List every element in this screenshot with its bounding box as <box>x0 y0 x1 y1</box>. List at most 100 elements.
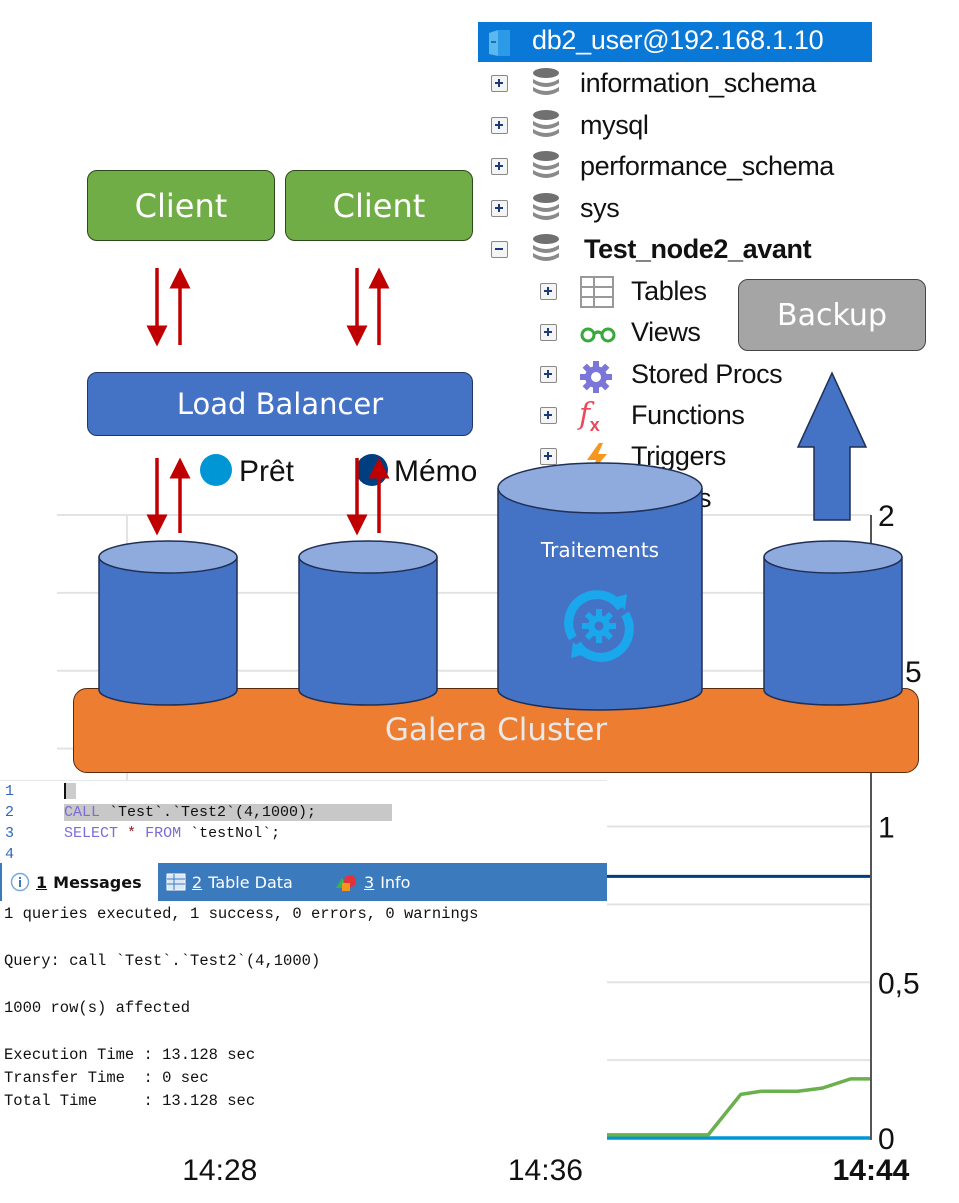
tree-item-label: Functions <box>631 400 745 430</box>
y-axis-ticks: 2 1,5 1 0,5 0 <box>878 500 922 1156</box>
tree-item-database[interactable]: sys <box>478 190 872 230</box>
sql-keyword: FROM <box>145 825 182 842</box>
text-cursor <box>64 783 76 799</box>
line-number: 2 <box>5 804 15 821</box>
y-tick-label: 1,5 <box>880 656 922 689</box>
legend-label-pret: Prêt <box>239 455 295 488</box>
database-icon <box>533 151 559 178</box>
x-tick-label: 14:44 <box>833 1154 910 1187</box>
load-balancer-label: Load Balancer <box>176 387 384 421</box>
expand-icon[interactable] <box>491 158 508 175</box>
client-label: Client <box>332 186 426 225</box>
sql-operator: * <box>127 825 137 842</box>
tree-item-label: performance_schema <box>580 151 834 181</box>
client-box-1: Client <box>87 170 275 241</box>
expand-icon[interactable] <box>540 283 557 300</box>
expand-icon[interactable] <box>491 75 508 92</box>
backup-label: Backup <box>777 297 887 333</box>
legend-swatch-memo <box>356 454 388 486</box>
load-balancer-box: Load Balancer <box>87 372 473 436</box>
x-axis-ticks: 14:28 14:36 14:44 <box>182 1154 909 1187</box>
tab-number: 2 <box>192 872 203 892</box>
database-icon <box>533 193 559 220</box>
message-summary: 1 queries executed, 1 success, 0 errors,… <box>4 905 479 923</box>
sql-text <box>118 825 127 842</box>
tree-item-label: Triggers <box>631 441 726 471</box>
client-label: Client <box>134 186 228 225</box>
message-transfer-time: Transfer Time : 0 sec <box>4 1069 209 1087</box>
database-icon <box>533 234 559 261</box>
tree-item-label: sys <box>580 193 620 223</box>
galera-cluster-bar: Galera Cluster <box>73 688 919 773</box>
collapse-icon[interactable] <box>491 241 508 258</box>
expand-icon[interactable] <box>540 324 557 341</box>
line-number: 1 <box>5 783 15 800</box>
galera-cluster-label: Galera Cluster <box>384 712 608 748</box>
tree-item-label: information_schema <box>580 68 816 98</box>
database-icon <box>533 110 559 137</box>
expand-icon[interactable] <box>491 117 508 134</box>
sql-editor[interactable]: 1 2 CALL `Test`.`Test2`(4,1000); 3 SELEC… <box>0 780 607 864</box>
chart-legend: Prêt Mémo <box>200 454 477 488</box>
processing-node-label: Traitements <box>540 538 660 562</box>
gear-icon <box>580 361 612 393</box>
expand-icon[interactable] <box>540 448 557 465</box>
tree-item-database[interactable]: mysql <box>478 107 872 147</box>
expand-icon[interactable] <box>491 200 508 217</box>
connection-label: db2_user@192.168.1.10 <box>532 25 824 55</box>
sql-keyword: CALL <box>64 804 101 821</box>
expand-icon[interactable] <box>540 366 557 383</box>
tree-item-functions[interactable]: fx Functions <box>478 397 768 437</box>
server-icon <box>489 30 510 56</box>
sql-text <box>136 825 145 842</box>
tree-item-tables[interactable]: Tables <box>478 273 738 313</box>
tree-item-triggers[interactable]: Triggers <box>478 438 738 478</box>
lightning-icon <box>587 443 607 473</box>
y-tick-label: 2 <box>878 500 895 533</box>
message-total-time: Total Time : 13.128 sec <box>4 1092 256 1110</box>
tree-connection-row[interactable]: db2_user@192.168.1.10 <box>478 22 872 62</box>
x-tick-label: 14:28 <box>182 1154 257 1187</box>
legend-label-memo: Mémo <box>394 455 477 488</box>
tree-item-views[interactable]: Views <box>478 314 738 354</box>
expand-icon[interactable] <box>540 407 557 424</box>
tree-item-database[interactable]: information_schema <box>478 65 872 105</box>
tree-item-stored-procs[interactable]: Stored Procs <box>478 356 798 396</box>
messages-panel: 1 queries executed, 1 success, 0 errors,… <box>0 901 607 1141</box>
shapes-icon <box>336 875 356 891</box>
tree-item-label: Tables <box>631 276 707 306</box>
tree-item-label: mysql <box>580 110 649 140</box>
line-number: 4 <box>5 846 15 863</box>
tree-item-label: Stored Procs <box>631 359 783 389</box>
tree-item-label: Events <box>631 483 712 513</box>
info-icon <box>10 872 30 892</box>
tree-item-database[interactable]: performance_schema <box>478 148 872 188</box>
code-line-3[interactable]: SELECT * FROM `testNol`; <box>64 825 280 842</box>
tab-number: 3 <box>364 872 375 892</box>
client-box-2: Client <box>285 170 473 241</box>
y-tick-label: 1 <box>878 812 895 845</box>
message-query: Query: call `Test`.`Test2`(4,1000) <box>4 952 321 970</box>
sql-text: `testNol`; <box>181 825 281 842</box>
tree-item-label: Views <box>631 317 701 347</box>
tree-item-events[interactable]: Events <box>478 480 738 520</box>
table-icon <box>580 276 614 308</box>
legend-swatch-pret <box>200 454 232 486</box>
line-number: 3 <box>5 825 15 842</box>
tree-item-label: Test_node2_avant <box>584 234 812 264</box>
message-rows-affected: 1000 row(s) affected <box>4 999 191 1017</box>
backup-box: Backup <box>738 279 926 351</box>
y-tick-label: 0 <box>878 1123 895 1156</box>
sql-text: `Test`.`Test2`(4,1000); <box>100 804 317 821</box>
x-tick-label: 14:36 <box>508 1154 583 1187</box>
code-line-2[interactable]: CALL `Test`.`Test2`(4,1000); <box>64 804 392 821</box>
tab-label: Table Data <box>208 872 293 892</box>
table-icon <box>166 873 186 891</box>
tree-item-database-selected[interactable]: Test_node2_avant <box>478 231 872 271</box>
y-tick-label: 0,5 <box>878 967 920 1000</box>
tab-number: 1 <box>36 872 48 892</box>
